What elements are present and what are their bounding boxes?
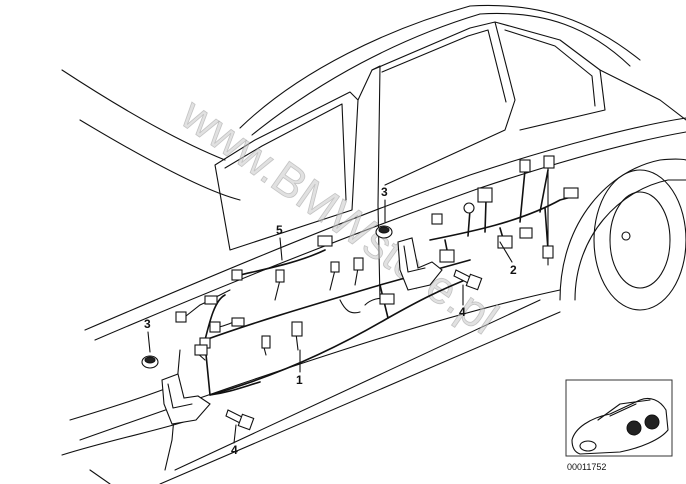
connector-plug [317,235,333,247]
locator-marker-rear-door [644,414,660,430]
callout-4-bolt-rear: 4 [459,305,466,319]
connector-plug [519,227,533,239]
connector-plug [204,295,218,305]
connector-plug [353,257,364,271]
callout-5-cable-lead: 5 [276,223,283,237]
connector-plug [261,335,271,349]
watermark-text: www.BMWstore.pl [171,87,507,344]
callout-3-grommet-rear: 3 [381,185,388,199]
connector-plug [439,249,455,263]
main-wiring-harness [175,257,471,396]
callout-2-rear-harness: 2 [510,263,517,277]
connector-plug [291,321,303,337]
rear-wiring-harness [429,155,579,263]
bolt-rear [453,269,483,291]
grommet-front-door [141,355,211,425]
connector-plug [231,269,243,281]
callout-4-bolt-front: 4 [231,443,238,457]
connector-plug [209,321,221,333]
connector-plug [477,187,493,203]
bolt-front [225,409,255,431]
callout-leader-lines [147,199,513,444]
cable-lead-part-5 [204,235,333,305]
connector-plug [231,317,245,327]
callout-1-main-harness: 1 [296,373,303,387]
connector-plug [543,155,555,169]
diagram-reference-number: 00011752 [567,462,606,472]
connector-plug [175,311,187,323]
locator-inset [565,379,673,457]
callout-3-grommet-front: 3 [144,317,151,331]
connector-plug [542,245,554,259]
connector-plug [463,202,475,214]
connector-plug [330,261,340,273]
grommet-rear-door [375,225,443,291]
connector-plug [275,269,285,283]
connector-plug [379,293,395,305]
connector-plug [431,213,443,225]
locator-marker-front-door [626,420,642,436]
connector-plug [194,344,208,356]
connector-plug [519,159,531,173]
connector-plug [563,187,579,199]
